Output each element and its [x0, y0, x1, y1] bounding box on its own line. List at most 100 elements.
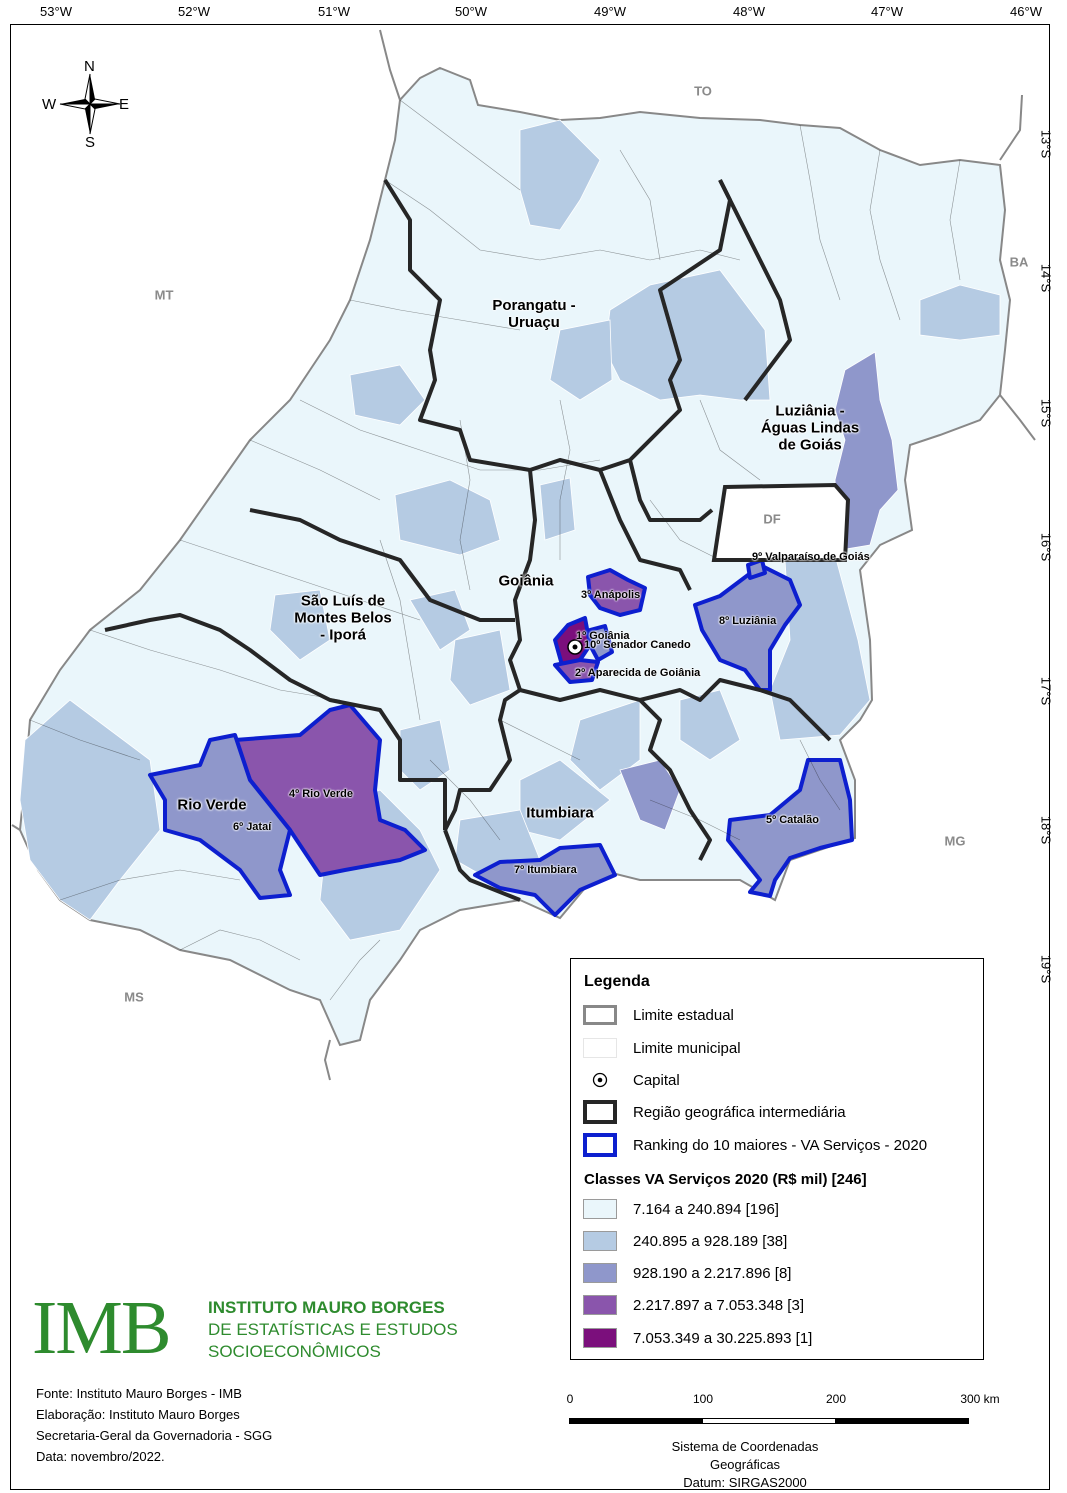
class-2-municipalities: [19, 119, 1001, 941]
legend-class-3: 928.190 a 2.217.896 [8]: [583, 1260, 791, 1286]
logo-acronym: IMB: [32, 1286, 172, 1370]
map-frame: [10, 24, 1050, 1490]
legend-class-4-label: 2.217.897 a 7.053.348 [3]: [633, 1296, 804, 1314]
logo-line-1: INSTITUTO MAURO BORGES: [208, 1298, 445, 1317]
legend-label-municipal-limit: Limite municipal: [633, 1039, 741, 1057]
legend-label-intermediate-region: Região geográfica intermediária: [633, 1103, 846, 1121]
legend-class-1: 7.164 a 240.894 [196]: [583, 1196, 779, 1222]
credit-made-by: Elaboração: Instituto Mauro Borges: [36, 1407, 240, 1422]
state-limit-swatch: [583, 1005, 617, 1025]
rank-label-8: 8º Luziânia: [719, 615, 777, 627]
jatai-municipality: [148, 733, 292, 900]
legend-class-2-label: 240.895 a 928.189 [38]: [633, 1232, 788, 1250]
legend-item-state-limit: Limite estadual: [583, 1002, 734, 1028]
anapolis-municipality: [586, 568, 647, 617]
rio-verde-municipality: [233, 703, 427, 877]
class-3-swatch: [583, 1263, 617, 1283]
region-label-sao-luis: São Luís de Montes Belos - Iporá: [294, 592, 392, 644]
legend-class-1-label: 7.164 a 240.894 [196]: [633, 1200, 779, 1218]
rank-label-10: 10º Senador Canedo: [584, 639, 691, 651]
legend-class-5: 7.053.349 a 30.225.893 [1]: [583, 1325, 812, 1351]
rank-label-1: 1º Goiânia: [576, 630, 630, 642]
goias-map: [11, 29, 1036, 1081]
map-legend: Legenda Limite estadual Limite municipal…: [570, 958, 984, 1360]
lon-tick-51w: 51°W: [318, 4, 350, 19]
region-label-porangatu: Porangatu - Uruaçu: [492, 297, 576, 331]
state-label-ba: BA: [1009, 254, 1029, 270]
coordinate-system: Sistema de Coordenadas Geográficas Datum…: [645, 1438, 845, 1492]
class-4-swatch: [583, 1295, 617, 1315]
credit-source: Fonte: Instituto Mauro Borges - IMB: [36, 1386, 242, 1401]
capital-icon: [583, 1070, 617, 1090]
north-arrow-w: W: [42, 96, 57, 113]
rank-label-4: 4º Rio Verde: [289, 788, 353, 800]
intermediate-region-swatch: [583, 1100, 617, 1124]
class-3-municipalities: [619, 351, 899, 831]
credits: Fonte: Instituto Mauro Borges - IMB Elab…: [36, 1383, 272, 1467]
legend-class-4: 2.217.897 a 7.053.348 [3]: [583, 1292, 804, 1318]
legend-label-capital: Capital: [633, 1071, 680, 1089]
state-label-mg: MG: [944, 833, 966, 849]
rank-label-7: 7º Itumbiara: [514, 864, 577, 876]
scale-bar-segment-3: [835, 1418, 969, 1424]
legend-item-intermediate-region: Região geográfica intermediária: [583, 1099, 846, 1125]
crs-line-2: Datum: SIRGAS2000: [683, 1475, 807, 1490]
state-borders: [11, 29, 1036, 1081]
lon-tick-53w: 53°W: [40, 4, 72, 19]
rank-label-9: 9º Valparaíso de Goiás: [752, 551, 870, 563]
lon-tick-49w: 49°W: [594, 4, 626, 19]
senador-canedo-municipality: [588, 624, 614, 662]
rank-label-3: 3º Anápolis: [581, 589, 641, 601]
legend-class-2: 240.895 a 928.189 [38]: [583, 1228, 787, 1254]
lon-tick-46w: 46°W: [1010, 4, 1042, 19]
legend-classes-title: Classes VA Serviços 2020 (R$ mil) [246]: [584, 1171, 867, 1188]
north-arrow-icon: [59, 73, 121, 135]
credit-date: Data: novembro/2022.: [36, 1449, 165, 1464]
class-2-swatch: [583, 1231, 617, 1251]
ranking-municipalities: [148, 558, 854, 917]
scale-bar-segment-2: [702, 1418, 836, 1424]
scale-label-0: 0: [566, 1392, 574, 1406]
aparecida-municipality: [553, 658, 600, 684]
scale-label-200: 200: [825, 1392, 847, 1406]
legend-item-capital: Capital: [583, 1067, 680, 1093]
legend-class-5-label: 7.053.349 a 30.225.893 [1]: [633, 1329, 813, 1347]
logo-line-3: SOCIOECONÔMICOS: [208, 1342, 381, 1361]
north-arrow-e: E: [119, 96, 130, 113]
lon-tick-48w: 48°W: [733, 4, 765, 19]
intermediate-region-borders: [104, 178, 832, 902]
state-label-to: TO: [694, 83, 712, 99]
legend-label-ranking: Ranking do 10 maiores - VA Serviços - 20…: [633, 1136, 928, 1154]
class-1-swatch: [583, 1199, 617, 1219]
ranking-swatch: [583, 1133, 617, 1157]
legend-item-ranking: Ranking do 10 maiores - VA Serviços - 20…: [583, 1132, 927, 1158]
rank-label-6: 6º Jataí: [233, 821, 272, 833]
logo-line-2: DE ESTATÍSTICAS E ESTUDOS: [208, 1320, 458, 1339]
itumbiara-municipality: [473, 843, 617, 917]
scale-label-300: 300 km: [960, 1392, 1000, 1406]
legend-item-municipal-limit: Limite municipal: [583, 1035, 741, 1061]
legend-title: Legenda: [584, 973, 650, 990]
region-label-goiania: Goiânia: [498, 572, 554, 590]
municipal-limit-swatch: [583, 1038, 617, 1058]
state-label-mt: MT: [154, 287, 174, 303]
state-label-ms: MS: [124, 989, 144, 1005]
state-label-df: DF: [763, 511, 781, 527]
df-district: [711, 482, 851, 562]
legend-class-3-label: 928.190 a 2.217.896 [8]: [633, 1264, 792, 1282]
lon-tick-47w: 47°W: [871, 4, 903, 19]
region-label-luziania: Luziânia - Águas Lindas de Goiás: [760, 402, 860, 454]
scale-label-100: 100: [692, 1392, 714, 1406]
north-arrow-n: N: [84, 58, 95, 75]
credit-secretariat: Secretaria-Geral da Governadoria - SGG: [36, 1428, 273, 1443]
capital-symbol: [567, 639, 583, 655]
lon-tick-50w: 50°W: [455, 4, 487, 19]
catalao-municipality: [726, 758, 854, 898]
north-arrow-s: S: [85, 134, 96, 151]
region-label-itumbiara: Itumbiara: [526, 804, 594, 822]
crs-line-1: Sistema de Coordenadas Geográficas: [671, 1439, 819, 1472]
rank-label-2: 2º Aparecida de Goiânia: [575, 667, 701, 679]
scale-bar-segment-1: [569, 1418, 703, 1424]
legend-label-state-limit: Limite estadual: [633, 1006, 734, 1024]
region-label-rio-verde: Rio Verde: [177, 796, 247, 814]
